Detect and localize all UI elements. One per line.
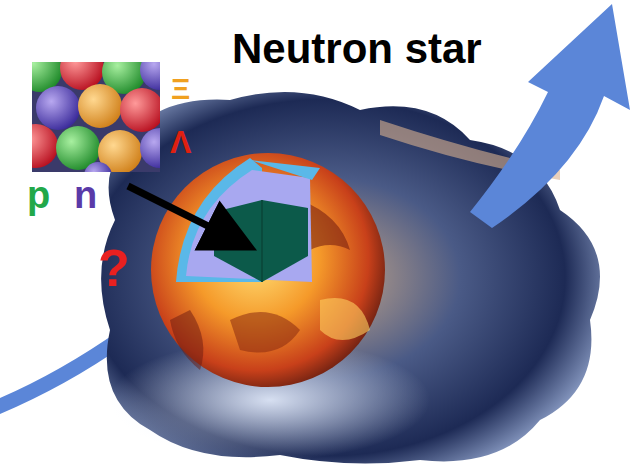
title: Neutron star: [232, 28, 482, 70]
xi-label: Ξ: [171, 74, 190, 104]
hadron-spheres: [32, 62, 160, 172]
core: [214, 200, 308, 282]
star-sphere: [151, 153, 385, 387]
blue-arrow-tail: [0, 330, 126, 414]
pointer-arrow: [128, 186, 232, 238]
blue-arrow-head: [470, 4, 630, 228]
lambda-label: Λ: [170, 126, 191, 158]
question-mark: ?: [98, 242, 130, 294]
neutron-label: n: [74, 176, 97, 214]
proton-label: p: [27, 176, 50, 214]
